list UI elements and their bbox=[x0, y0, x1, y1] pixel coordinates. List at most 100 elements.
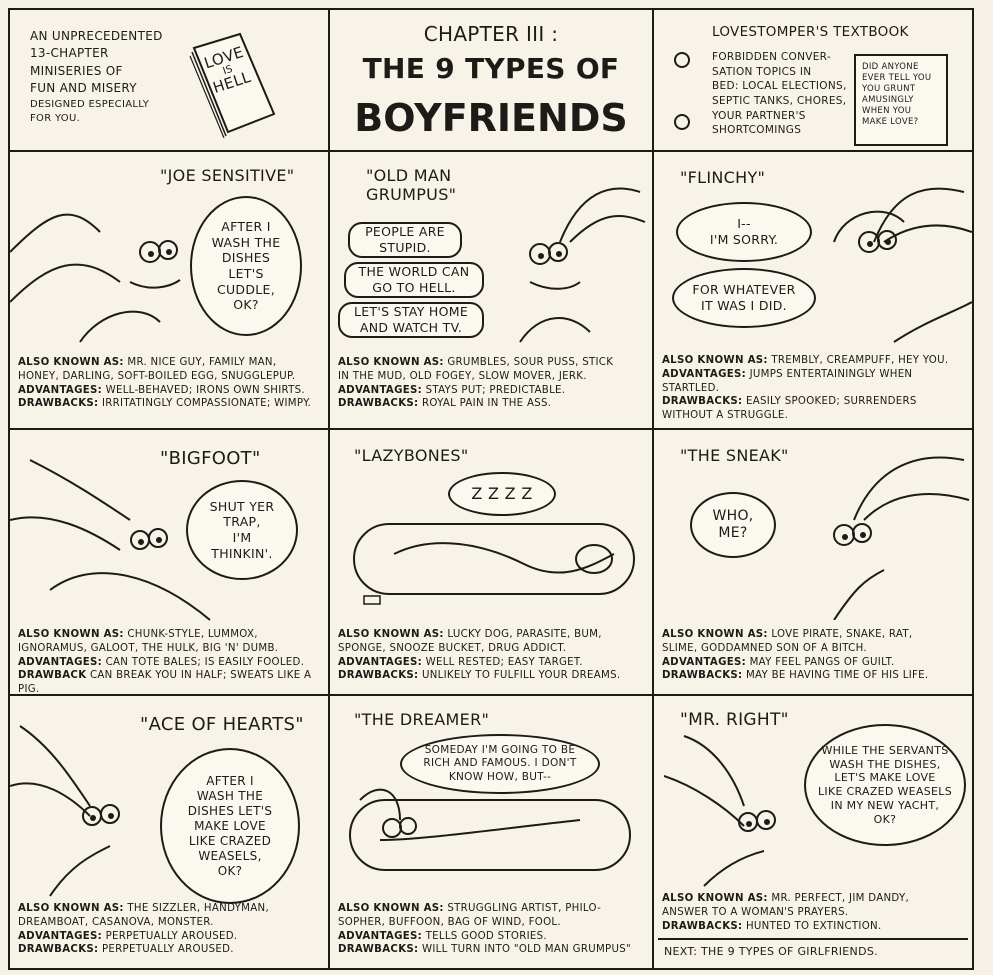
aka-label: ALSO KNOWN AS: bbox=[662, 355, 768, 366]
drawbacks-text: WILL TURN INTO "OLD MAN GRUMPUS" bbox=[421, 944, 631, 956]
panel-description: ALSO KNOWN AS: LUCKY DOG, PARASITE, BUM,… bbox=[338, 628, 646, 683]
panel-ace-of-hearts: "ACE OF HEARTS" AFTER I WASH THE DISHES … bbox=[8, 694, 330, 970]
dreaming-figure bbox=[340, 780, 640, 894]
intro-panel: AN UNPRECEDENTED 13-CHAPTER MINISERIES O… bbox=[8, 8, 330, 152]
intro-line: MINISERIES OF bbox=[30, 63, 123, 78]
speech-bubble: AFTER I WASH THE DISHES LET'S MAKE LOVE … bbox=[160, 748, 300, 904]
drawbacks-label: DRAWBACKS: bbox=[338, 944, 419, 956]
speech-bubble: WHILE THE SERVANTS WASH THE DISHES, LET'… bbox=[804, 724, 966, 846]
panel-title: "LAZYBONES" bbox=[354, 446, 469, 465]
aka-text: DREAMBOAT, CASANOVA, MONSTER. bbox=[18, 916, 214, 928]
drawbacks-label: DRAWBACKS: bbox=[338, 670, 419, 682]
panel-description: ALSO KNOWN AS: GRUMBLES, SOUR PUSS, STIC… bbox=[338, 356, 646, 411]
aka-text: THE SIZZLER, HANDYMAN, bbox=[127, 903, 269, 914]
textbook-line: FORBIDDEN CONVER- bbox=[712, 51, 831, 63]
aka-label: ALSO KNOWN AS: bbox=[18, 629, 124, 640]
panel-lazybones: "LAZYBONES" Z Z Z Z ALSO KNOWN AS: LUCKY… bbox=[328, 428, 654, 696]
rabbit-figure bbox=[764, 440, 972, 624]
advantages-text: PERPETUALLY AROUSED. bbox=[105, 930, 238, 942]
speech-bubble: I-- I'M SORRY. bbox=[676, 202, 812, 262]
drawbacks-label: DRAWBACKS: bbox=[662, 396, 743, 408]
aka-text: TREMBLY, CREAMPUFF, HEY YOU. bbox=[771, 355, 949, 366]
aka-label: ALSO KNOWN AS: bbox=[338, 903, 444, 914]
advantages-text: STAYS PUT; PREDICTABLE. bbox=[425, 384, 566, 396]
speech-bubble: SHUT YER TRAP, I'M THINKIN'. bbox=[186, 480, 298, 580]
intro-line: 13-CHAPTER bbox=[30, 46, 109, 61]
panel-description: ALSO KNOWN AS: THE SIZZLER, HANDYMAN, DR… bbox=[18, 902, 322, 957]
panel-title: "BIGFOOT" bbox=[160, 448, 261, 469]
advantages-label: ADVANTAGES: bbox=[338, 930, 423, 942]
rabbit-figure bbox=[10, 716, 170, 910]
panel-description: ALSO KNOWN AS: TREMBLY, CREAMPUFF, HEY Y… bbox=[662, 354, 966, 423]
aka-text: HONEY, DARLING, SOFT-BOILED EGG, SNUGGLE… bbox=[18, 370, 296, 382]
drawbacks-text: CAN BREAK YOU IN HALF; SWEATS LIKE A PIG… bbox=[18, 670, 312, 696]
panel-title: "ACE OF HEARTS" bbox=[140, 714, 304, 735]
aka-text: MR. NICE GUY, FAMILY MAN, bbox=[127, 357, 277, 368]
panel-bigfoot: "BIGFOOT" SHUT YER TRAP, I'M THINKIN'. A… bbox=[8, 428, 330, 696]
speech-bubble: THE WORLD CAN GO TO HELL. bbox=[344, 262, 484, 298]
next-chapter-box: NEXT: THE 9 TYPES OF GIRLFRIENDS. bbox=[658, 938, 968, 964]
intro-text: AN UNPRECEDENTED 13-CHAPTER MINISERIES O… bbox=[30, 28, 163, 127]
drawbacks-text: MAY BE HAVING TIME OF HIS LIFE. bbox=[745, 670, 929, 682]
textbook-panel: LOVESTOMPER'S TEXTBOOK FORBIDDEN CONVER-… bbox=[652, 8, 974, 152]
panel-description: ALSO KNOWN AS: CHUNK-STYLE, LUMMOX, IGNO… bbox=[18, 628, 322, 696]
panel-description: ALSO KNOWN AS: STRUGGLING ARTIST, PHILO-… bbox=[338, 902, 646, 957]
drawbacks-text: EASILY SPOOKED; SURRENDERS WITHOUT A STR… bbox=[662, 396, 917, 422]
speech-bubble: FOR WHATEVER IT WAS I DID. bbox=[672, 268, 816, 328]
chapter-label: CHAPTER III : bbox=[423, 22, 559, 46]
textbook-line: SEPTIC TANKS, CHORES, bbox=[712, 95, 847, 108]
inset-line: MAKE LOVE? bbox=[862, 117, 919, 128]
chapter-panel: CHAPTER III : THE 9 TYPES OF BOYFRIENDS bbox=[328, 8, 654, 152]
aka-text: IN THE MUD, OLD FOGEY, SLOW MOVER, JERK. bbox=[338, 370, 587, 382]
panel-title: "JOE SENSITIVE" bbox=[160, 166, 295, 185]
aka-text: LOVE PIRATE, SNAKE, RAT, bbox=[771, 629, 913, 640]
drawbacks-label: DRAWBACKS: bbox=[662, 670, 743, 682]
chapter-title-top: THE 9 TYPES OF bbox=[362, 52, 620, 85]
drawbacks-text: IRRITATINGLY COMPASSIONATE; WIMPY. bbox=[101, 398, 312, 410]
aka-label: ALSO KNOWN AS: bbox=[18, 903, 124, 914]
advantages-text: JUMPS ENTERTAININGLY WHEN STARTLED. bbox=[662, 368, 913, 394]
panel-title: "THE SNEAK" bbox=[680, 446, 789, 465]
intro-line: FOR YOU. bbox=[30, 113, 81, 125]
rabbit-figure bbox=[10, 192, 210, 396]
panel-description: ALSO KNOWN AS: MR. NICE GUY, FAMILY MAN,… bbox=[18, 356, 322, 411]
speech-bubble: SOMEDAY I'M GOING TO BE RICH AND FAMOUS.… bbox=[400, 734, 600, 794]
advantages-text: WELL-BEHAVED; IRONS OWN SHIRTS. bbox=[105, 384, 305, 396]
aka-text: ANSWER TO A WOMAN'S PRAYERS. bbox=[662, 906, 849, 918]
textbook-line: SHORTCOMINGS bbox=[712, 124, 802, 137]
panel-description: ALSO KNOWN AS: LOVE PIRATE, SNAKE, RAT, … bbox=[662, 628, 966, 683]
aka-label: ALSO KNOWN AS: bbox=[18, 357, 124, 368]
speech-bubble: AFTER I WASH THE DISHES LET'S CUDDLE, OK… bbox=[190, 196, 302, 336]
panel-title: "OLD MAN GRUMPUS" bbox=[366, 166, 457, 204]
rabbit-figure bbox=[500, 172, 650, 356]
inset-line: EVER TELL YOU bbox=[862, 73, 932, 84]
inset-line: AMUSINGLY bbox=[862, 95, 914, 106]
binder-hole bbox=[674, 52, 690, 68]
advantages-label: ADVANTAGES: bbox=[662, 656, 747, 668]
intro-line: DESIGNED ESPECIALLY bbox=[30, 98, 150, 110]
aka-text: SOPHER, BUFFOON, BAG OF WIND, FOOL. bbox=[338, 916, 561, 928]
drawbacks-label: DRAWBACK bbox=[18, 670, 87, 682]
panel-mr-right: "MR. RIGHT" WHILE THE SERVANTS WASH THE … bbox=[652, 694, 974, 970]
advantages-label: ADVANTAGES: bbox=[338, 656, 423, 668]
inset-line: DID ANYONE bbox=[862, 62, 919, 72]
aka-text: IGNORAMUS, GALOOT, THE HULK, BIG 'N' DUM… bbox=[18, 642, 279, 654]
rabbit-figure bbox=[663, 726, 814, 900]
advantages-text: TELLS GOOD STORIES. bbox=[425, 930, 547, 942]
advantages-label: ADVANTAGES: bbox=[338, 384, 423, 396]
panel-title: "FLINCHY" bbox=[680, 168, 766, 187]
inset-line: YOU GRUNT bbox=[862, 84, 916, 95]
drawbacks-label: DRAWBACKS: bbox=[18, 398, 99, 410]
panel-the-dreamer: "THE DREAMER" SOMEDAY I'M GOING TO BE RI… bbox=[328, 694, 654, 970]
panel-description: ALSO KNOWN AS: MR. PERFECT, JIM DANDY, A… bbox=[662, 892, 966, 933]
advantages-text: CAN TOTE BALES; IS EASILY FOOLED. bbox=[105, 656, 305, 668]
panel-old-man-grumpus: "OLD MAN GRUMPUS" PEOPLE ARE STUPID. THE… bbox=[328, 150, 654, 430]
aka-label: ALSO KNOWN AS: bbox=[338, 629, 444, 640]
aka-text: LUCKY DOG, PARASITE, BUM, bbox=[447, 629, 602, 640]
binder-hole bbox=[674, 114, 690, 130]
textbook-line: SATION TOPICS IN bbox=[712, 65, 812, 78]
textbook-line: BED: LOCAL ELECTIONS, bbox=[712, 80, 847, 93]
aka-text: MR. PERFECT, JIM DANDY, bbox=[771, 893, 910, 904]
panel-the-sneak: "THE SNEAK" WHO, ME? ALSO KNOWN AS: LOVE… bbox=[652, 428, 974, 696]
